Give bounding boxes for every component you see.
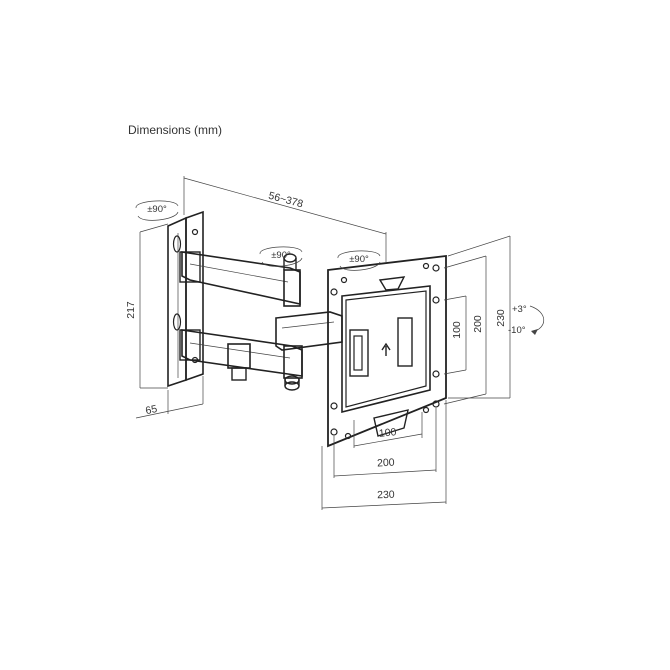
dim-wall-plate-height: 217	[125, 301, 137, 319]
tilt-up-label: +3°	[512, 304, 527, 315]
wall-swivel-label: ±90°	[147, 204, 167, 215]
vesa-plate	[327, 254, 447, 448]
dim-plate-total-v: 230	[495, 309, 507, 327]
upper-arm	[181, 251, 301, 307]
wall-plate	[167, 210, 204, 388]
dim-arm-extension: 56~378	[267, 190, 304, 211]
head-connector	[275, 311, 343, 351]
arm-swivel-label: ±90°	[271, 250, 291, 261]
dim-vesa-outer-h: 200	[377, 457, 395, 470]
dim-vesa-inner-h: 100	[378, 426, 397, 440]
dimension-lines	[135, 176, 511, 510]
dim-vesa-outer-v: 200	[472, 315, 484, 333]
dim-vesa-inner-v: 100	[451, 321, 463, 339]
tilt-down-label: -10°	[508, 325, 526, 336]
diagram-title: Dimensions (mm)	[128, 123, 223, 137]
dim-wall-plate-depth: 65	[144, 403, 158, 417]
dim-plate-total-h: 230	[377, 489, 395, 502]
head-swivel-label: ±90°	[349, 254, 369, 265]
lower-arm	[181, 329, 303, 391]
